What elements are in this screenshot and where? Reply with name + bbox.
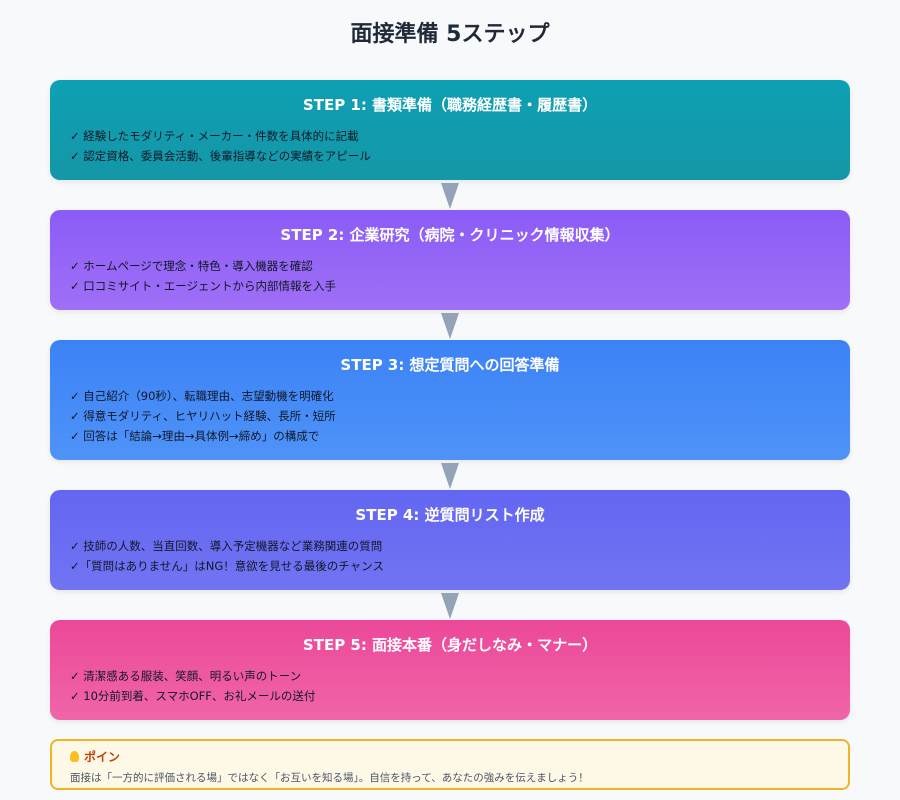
page-title: 面接準備 5ステップ [350, 22, 550, 47]
down-arrow-icon [441, 183, 459, 209]
step-1-title: STEP 1: 書類準備（職務経歴書・履歴書） [302, 96, 598, 114]
step-3-title: STEP 3: 想定質問への回答準備 [340, 356, 560, 374]
list-item: ✓ ホームページで理念・特色・導入機器を確認 [70, 259, 313, 273]
down-arrow-icon [441, 593, 459, 619]
step-1-card: STEP 1: 書類準備（職務経歴書・履歴書） ✓ 経験したモダリティ・メーカー… [50, 80, 850, 180]
down-arrow-icon [441, 463, 459, 489]
list-item: ✓ 認定資格、委員会活動、後輩指導などの実績をアピール [70, 149, 371, 163]
step-2-title: STEP 2: 企業研究（病院・クリニック情報収集） [280, 226, 620, 244]
tip-box: ポイン 面接は「一方的に評価される場」ではなく「お互いを知る場」。自信を持って、… [50, 739, 850, 790]
step-4-card: STEP 4: 逆質問リスト作成 ✓ 技師の人数、当直回数、導入予定機器など業務… [50, 490, 850, 590]
list-item: ✓「質問はありません」はNG！意欲を見せる最後のチャンス [70, 559, 384, 573]
step-5-card: STEP 5: 面接本番（身だしなみ・マナー） ✓ 清潔感ある服装、笑顔、明るい… [50, 620, 850, 720]
list-item: ✓ 10分前到着、スマホOFF、お礼メールの送付 [70, 689, 316, 703]
step-4-title: STEP 4: 逆質問リスト作成 [355, 506, 545, 524]
step-2-card: STEP 2: 企業研究（病院・クリニック情報収集） ✓ ホームページで理念・特… [50, 210, 850, 310]
tip-heading-row: ポイン [70, 748, 120, 765]
list-item: ✓ 得意モダリティ、ヒヤリハット経験、長所・短所 [70, 409, 336, 423]
tip-heading: ポイン [84, 750, 121, 764]
step-5-title: STEP 5: 面接本番（身だしなみ・マナー） [302, 636, 598, 654]
list-item: ✓ 清潔感ある服装、笑顔、明るい声のトーン [70, 669, 302, 683]
list-item: ✓ 自己紹介（90秒）、転職理由、志望動機を明確化 [70, 389, 334, 403]
list-item: ✓ 口コミサイト・エージェントから内部情報を入手 [70, 279, 337, 293]
list-item: ✓ 経験したモダリティ・メーカー・件数を具体的に記載 [70, 129, 359, 143]
lightbulb-icon [70, 751, 79, 762]
step-4-items: ✓ 技師の人数、当直回数、導入予定機器など業務関連の質問 ✓「質問はありません」… [70, 536, 384, 576]
step-5-items: ✓ 清潔感ある服装、笑顔、明るい声のトーン ✓ 10分前到着、スマホOFF、お礼… [70, 666, 315, 706]
list-item: ✓ 技師の人数、当直回数、導入予定機器など業務関連の質問 [70, 539, 383, 553]
down-arrow-icon [441, 313, 459, 339]
step-3-card: STEP 3: 想定質問への回答準備 ✓ 自己紹介（90秒）、転職理由、志望動機… [50, 340, 850, 460]
tip-body: 面接は「一方的に評価される場」ではなく「お互いを知る場」。自信を持って、あなたの… [70, 772, 589, 784]
step-2-items: ✓ ホームページで理念・特色・導入機器を確認 ✓ 口コミサイト・エージェントから… [70, 256, 336, 296]
list-item: ✓ 回答は「結論→理由→具体例→締め」の構成で [70, 429, 320, 443]
step-3-items: ✓ 自己紹介（90秒）、転職理由、志望動機を明確化 ✓ 得意モダリティ、ヒヤリハ… [70, 386, 336, 446]
step-1-items: ✓ 経験したモダリティ・メーカー・件数を具体的に記載 ✓ 認定資格、委員会活動、… [70, 126, 371, 166]
